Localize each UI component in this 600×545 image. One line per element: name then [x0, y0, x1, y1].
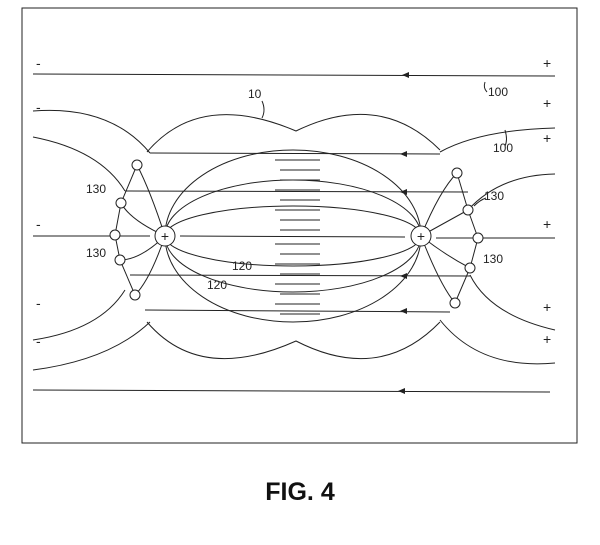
- outer-field-lines: [32, 109, 556, 371]
- minus-sign: -: [36, 333, 41, 349]
- plus-sign: +: [543, 331, 551, 347]
- label-100-top: 100: [488, 85, 508, 99]
- field-line-top: [32, 73, 556, 77]
- arrow-icon: [400, 151, 407, 157]
- arrow-icon: [400, 308, 407, 314]
- hatched-region: [275, 159, 320, 315]
- minus-sign: -: [36, 216, 41, 232]
- field-line: [124, 190, 469, 193]
- field-line: [149, 152, 441, 155]
- plus-sign: +: [161, 228, 169, 244]
- field-line: [129, 274, 471, 277]
- boundary-10: [146, 113, 441, 360]
- field-line-bottom: [32, 389, 551, 393]
- frame: [21, 7, 578, 444]
- plus-sign: +: [417, 228, 425, 244]
- particles: [109, 159, 484, 309]
- arrow-icon: [398, 388, 405, 394]
- edge-signs: - - - - - + + + + + +: [36, 55, 551, 349]
- label-10: 10: [248, 87, 262, 101]
- reference-labels: 10 100 100 130 130 130 130 120 120: [86, 81, 513, 292]
- label-120-lower: 120: [207, 278, 227, 292]
- figure-caption: FIG. 4: [265, 478, 335, 506]
- left-charge: +: [154, 225, 176, 247]
- right-charge: +: [410, 225, 432, 247]
- label-120-upper: 120: [232, 259, 252, 273]
- label-130-right-upper: 130: [484, 189, 504, 203]
- label-130-left-upper: 130: [86, 182, 106, 196]
- field-line: [144, 309, 451, 313]
- arrow-icon: [402, 72, 409, 78]
- label-130-left-lower: 130: [86, 246, 106, 260]
- minus-sign: -: [36, 295, 41, 311]
- plus-sign: +: [543, 55, 551, 71]
- minus-sign: -: [36, 55, 41, 71]
- minus-sign: -: [36, 99, 41, 115]
- plus-sign: +: [543, 130, 551, 146]
- arrow-heads: [398, 72, 409, 394]
- plus-sign: +: [543, 95, 551, 111]
- label-100-right: 100: [493, 141, 513, 155]
- label-130-right-lower: 130: [483, 252, 503, 266]
- plus-sign: +: [543, 299, 551, 315]
- plus-sign: +: [543, 216, 551, 232]
- field-line-center: [33, 235, 555, 239]
